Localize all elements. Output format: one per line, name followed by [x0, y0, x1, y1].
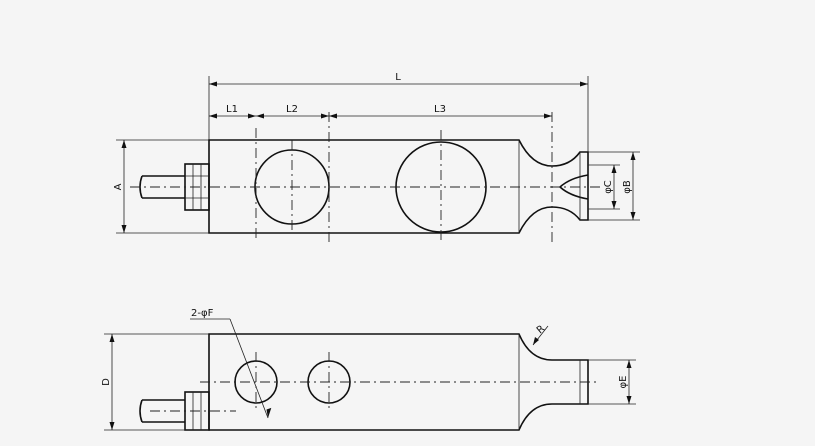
dim-label-r: R	[535, 323, 547, 336]
leader-f-arrow	[266, 407, 272, 418]
side-cable	[139, 399, 185, 423]
dim-label-b: φB	[622, 180, 633, 194]
dim-label-l3: L3	[434, 104, 446, 115]
dim-label-d: D	[101, 378, 112, 386]
dim-label-l1: L1	[226, 104, 238, 115]
leader-f	[229, 318, 269, 419]
dim-label-f: 2-φF	[191, 308, 214, 319]
dim-label-c: φC	[603, 180, 614, 194]
dim-label-a: A	[113, 183, 124, 190]
dim-label-l: L	[395, 72, 401, 83]
top-body-outline	[208, 139, 589, 234]
leader-r-arrow	[533, 337, 539, 345]
dim-label-l2: L2	[286, 104, 298, 115]
dim-arrows-b	[630, 152, 636, 220]
side-view: D 2-φF R φE	[101, 308, 636, 431]
top-view: L L1 L2 L3 A φC φB	[113, 72, 640, 242]
dim-label-e: φE	[618, 376, 629, 389]
